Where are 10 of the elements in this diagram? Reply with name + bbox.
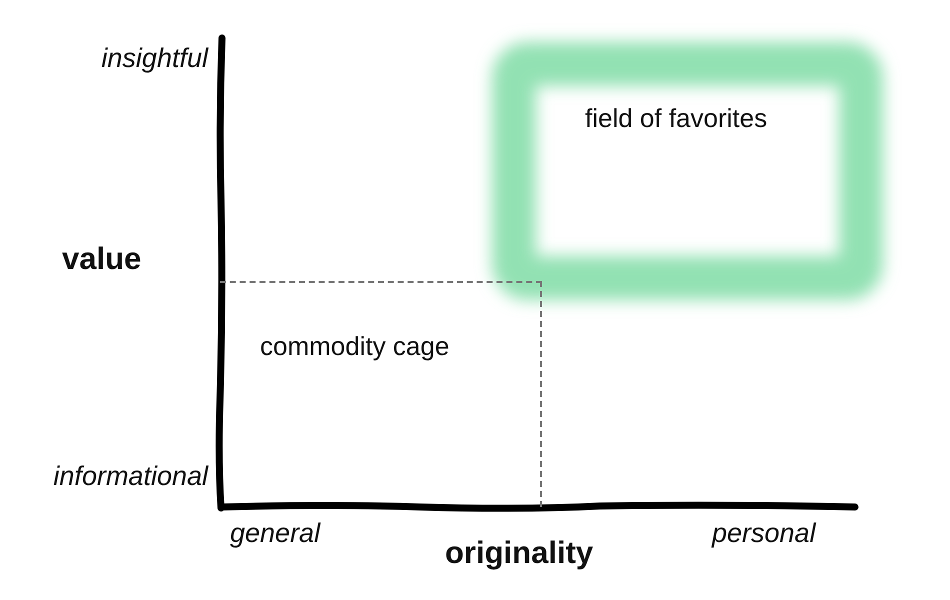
region-label: commodity cage bbox=[260, 332, 450, 362]
axis-title: value bbox=[62, 241, 142, 277]
dashed-region bbox=[220, 281, 542, 507]
axis-title: originality bbox=[445, 535, 594, 571]
region-label: field of favorites bbox=[585, 104, 768, 134]
axis-end-label: insightful bbox=[101, 43, 208, 74]
axis-end-label: informational bbox=[53, 461, 208, 492]
axis-end-label: general bbox=[230, 518, 320, 550]
highlight-frame bbox=[490, 40, 885, 302]
axis-end-label: personal bbox=[712, 518, 816, 550]
